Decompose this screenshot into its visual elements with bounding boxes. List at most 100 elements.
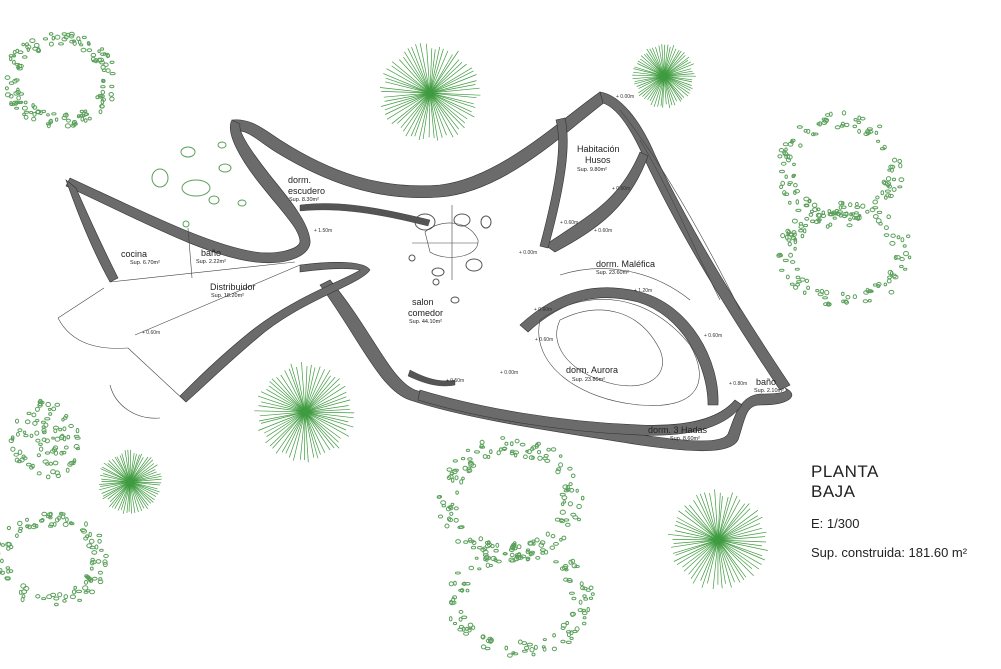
shrub-dot xyxy=(4,86,9,91)
shrub-dot xyxy=(850,212,855,216)
shrub-dot xyxy=(784,153,788,160)
shrub-dot xyxy=(553,542,559,546)
shrub-dot xyxy=(512,652,519,656)
shrub-dot xyxy=(42,459,49,464)
shrub-dot xyxy=(784,147,788,152)
shrub-dot xyxy=(517,639,523,645)
shrub-dot xyxy=(892,157,898,163)
shrub-dot xyxy=(109,60,115,64)
level-mark: + 0.60m xyxy=(704,333,722,339)
shrub-dot xyxy=(14,418,20,424)
shrub-dot xyxy=(35,419,40,423)
shrub-dot xyxy=(74,436,81,440)
shrub-dot xyxy=(822,296,828,300)
shrub-dot xyxy=(899,264,904,269)
shrub-dot xyxy=(578,599,583,605)
level-mark: + 0.60m xyxy=(534,307,552,313)
shrub-dot xyxy=(565,522,571,527)
shrub-dot xyxy=(786,157,791,163)
aurora-bed-contour-2 xyxy=(538,299,700,406)
tree-icon xyxy=(667,489,768,590)
stepping-stone xyxy=(218,163,232,173)
shrub-dot xyxy=(80,116,85,122)
shrub-dot xyxy=(900,237,905,243)
shrub-dot xyxy=(98,577,103,581)
shrub-dot xyxy=(5,566,11,570)
shrub-dot xyxy=(18,92,25,96)
shrub-dot xyxy=(867,129,874,134)
level-mark: + 0.60m xyxy=(594,228,612,234)
shrub-dot xyxy=(35,48,42,53)
shrub-dot xyxy=(61,37,68,42)
shrub-dot xyxy=(98,57,104,63)
shrub-dot xyxy=(100,52,106,56)
shrub-dot xyxy=(888,193,894,199)
shrub-dot xyxy=(582,616,587,620)
shrub-cluster-left xyxy=(8,398,81,480)
shrub-dot xyxy=(841,299,846,304)
shrub-dot xyxy=(41,511,48,517)
shrub-dot xyxy=(903,267,908,271)
shrub-dot xyxy=(108,92,114,97)
shrub-dot xyxy=(461,582,467,586)
shrub-dot xyxy=(457,525,464,530)
shrub-dot xyxy=(54,402,61,407)
shrub-dot xyxy=(883,225,889,231)
shrub-dot xyxy=(449,600,455,606)
shrub-dot xyxy=(84,521,88,527)
shrub-dot xyxy=(798,229,804,233)
shrub-dot xyxy=(69,39,75,44)
shrub-dot xyxy=(32,523,37,528)
shrub-dot xyxy=(778,253,783,258)
shrub-dot xyxy=(102,559,108,565)
shrub-dot xyxy=(526,548,531,552)
shrub-dot xyxy=(20,596,25,603)
shrub-dot xyxy=(62,522,69,527)
shrub-dot xyxy=(577,517,581,522)
shrub-dot xyxy=(893,254,898,261)
shrub-dot xyxy=(902,244,907,248)
shrub-dot xyxy=(51,112,57,116)
shrub-dot xyxy=(75,589,83,594)
shrub-dot xyxy=(55,473,61,479)
shrub-dot xyxy=(57,592,63,598)
shrub-dot xyxy=(832,216,837,220)
shrub-dot xyxy=(787,183,792,186)
wall-salon-south xyxy=(407,369,456,387)
shrub-dot xyxy=(54,34,61,40)
area-husos: Sup. 9.80m² xyxy=(577,167,607,173)
shrub-dot xyxy=(97,538,102,544)
wall-hadas xyxy=(417,389,743,436)
shrub-dot xyxy=(567,501,574,507)
shrub-dot xyxy=(585,588,591,592)
shrub-dot xyxy=(490,544,495,549)
shrub-dot xyxy=(53,450,59,456)
shrub-dot xyxy=(44,451,51,455)
shrub-dot xyxy=(468,461,475,467)
shrub-dot xyxy=(42,37,49,41)
shrub-dot xyxy=(15,89,21,95)
shrub-dot xyxy=(821,120,828,125)
shrub-dot xyxy=(542,646,547,652)
shrub-dot xyxy=(877,124,883,129)
shrub-dot xyxy=(61,32,68,36)
shrub-dot xyxy=(79,43,84,47)
shrub-dot xyxy=(892,274,899,280)
shrub-dot xyxy=(8,438,15,444)
shrub-dot xyxy=(97,570,104,575)
shrub-dot xyxy=(458,617,463,622)
shrub-dot xyxy=(854,211,859,215)
shrub-dot xyxy=(504,645,509,651)
shrub-dot xyxy=(803,203,810,208)
shrub-dot xyxy=(440,500,447,505)
label-aurora: dorm. Aurora xyxy=(566,365,618,375)
shrub-dot xyxy=(860,116,866,121)
shrub-dot xyxy=(790,260,796,264)
shrub-dot xyxy=(895,255,901,260)
shrub-dot xyxy=(885,176,892,182)
shrub-dot xyxy=(865,209,870,214)
shrub-dot xyxy=(852,215,857,220)
shrub-dot xyxy=(489,449,493,455)
shrub-dot xyxy=(21,42,26,47)
shrub-dot xyxy=(83,580,89,585)
